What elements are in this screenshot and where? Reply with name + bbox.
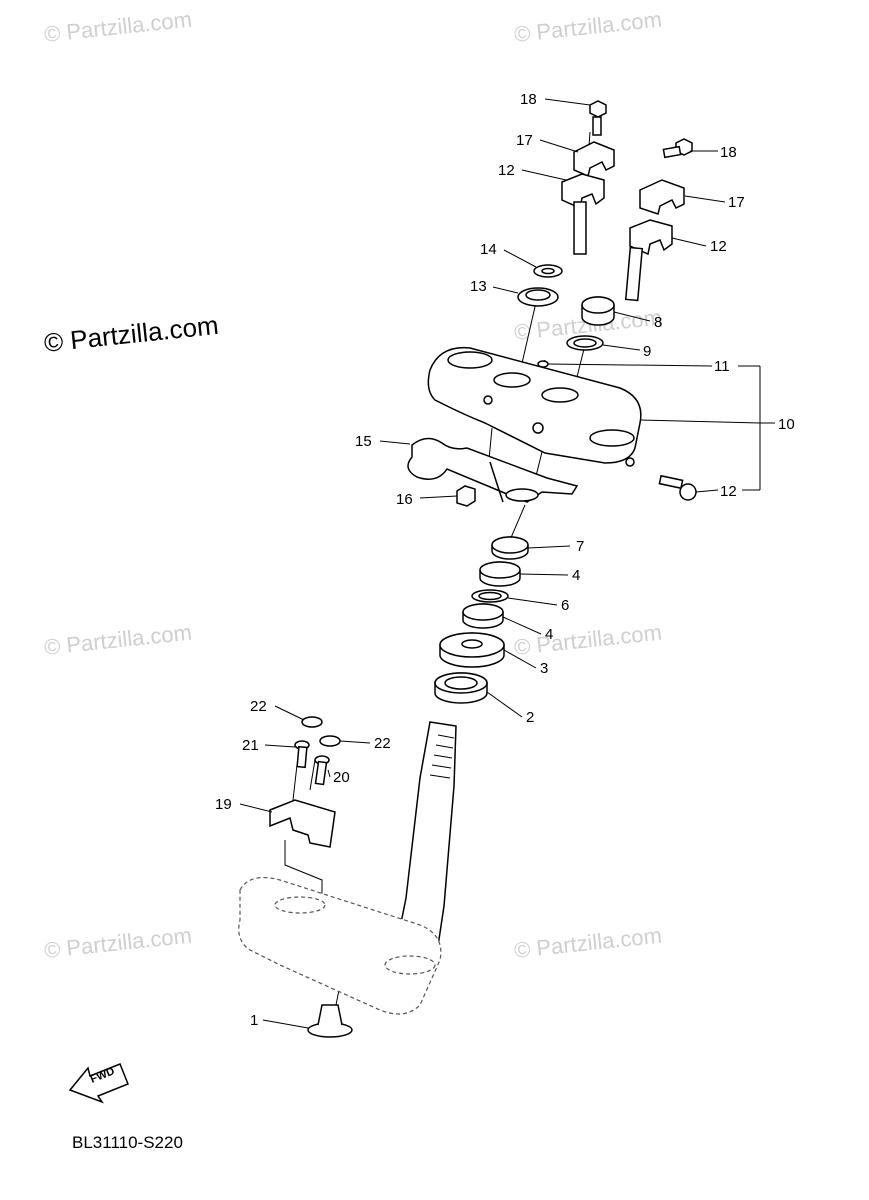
part-1-stem-cap[interactable] [307,1004,353,1038]
part-15-cable-guide[interactable] [407,437,579,503]
callout-17-right[interactable]: 17 [728,194,745,211]
watermark-primary: © Partzilla.com [42,310,219,358]
callout-16[interactable]: 16 [396,491,413,508]
callout-22-left[interactable]: 22 [250,698,267,715]
fwd-arrow-icon: FWD [68,1063,129,1104]
callout-labels: 18 17 12 18 17 12 14 13 8 9 11 10 12 15 … [215,91,795,1029]
callout-19[interactable]: 19 [215,796,232,813]
steering-stem [397,721,457,947]
watermark: © Partzilla.com [513,7,663,47]
callout-18-left[interactable]: 18 [520,91,537,108]
part-13-bushing[interactable] [517,287,559,307]
part-8-washer[interactable] [566,335,604,351]
part-16-nut[interactable] [456,485,476,507]
part-17-holder-cap-right[interactable] [639,179,685,215]
callout-21[interactable]: 21 [242,737,259,754]
callout-1[interactable]: 1 [250,1012,258,1029]
part-9-upper-bracket[interactable] [427,346,642,467]
part-20-bolt[interactable] [314,755,330,786]
part-22-cap-left[interactable] [301,716,323,728]
callout-6[interactable]: 7 [576,538,584,555]
part-14-washer[interactable] [533,264,563,278]
watermark: © Partzilla.com [43,7,193,47]
part-18-bolt-right[interactable] [662,138,693,159]
watermark: © Partzilla.com [43,620,193,660]
part-4-ring-nut-upper[interactable] [479,561,521,587]
watermark: © Partzilla.com [43,923,193,963]
callout-5[interactable]: 6 [561,597,569,614]
callout-8[interactable]: 9 [643,343,651,360]
part-11-bolt[interactable] [658,474,697,501]
callout-11[interactable]: 12 [720,483,737,500]
callout-20[interactable]: 20 [333,769,350,786]
part-17-holder-cap-left[interactable] [573,141,615,178]
callout-4-lower[interactable]: 4 [545,626,553,643]
callout-15[interactable]: 15 [355,433,372,450]
part-19-bracket[interactable] [269,799,336,848]
watermark: © Partzilla.com [513,620,663,660]
callout-12-right[interactable]: 12 [710,238,727,255]
part-18-bolt-left[interactable] [589,100,607,136]
part-12-handlebar-holder-left[interactable] [561,173,605,255]
watermark: © Partzilla.com [513,923,663,963]
diagram-code: BL31110-S220 [72,1133,183,1152]
callout-leaders [239,98,775,1029]
part-12-handlebar-holder-right[interactable] [624,219,673,302]
callout-10[interactable]: 11 [714,358,730,375]
callout-3[interactable]: 3 [540,660,548,677]
callout-7[interactable]: 8 [654,314,662,331]
callout-12-left[interactable]: 12 [498,162,515,179]
callout-22-right[interactable]: 22 [374,735,391,752]
part-7-bushing[interactable] [581,296,615,326]
part-5-washer[interactable] [471,589,509,603]
callout-14[interactable]: 14 [480,241,497,258]
callout-2[interactable]: 2 [526,709,534,726]
callout-4-upper[interactable]: 4 [572,567,580,584]
part-3-bearing-cover[interactable] [439,632,505,668]
callout-18-right[interactable]: 18 [720,144,737,161]
lower-bracket [238,877,442,1015]
callout-17-left[interactable]: 17 [516,132,533,149]
part-4-ring-nut-lower[interactable] [462,603,504,629]
part-6-lock-washer[interactable] [491,536,529,560]
callout-9[interactable]: 10 [778,416,795,433]
part-2-bearing[interactable] [434,672,488,704]
callout-13[interactable]: 13 [470,278,487,295]
part-22-cap-right[interactable] [319,735,341,747]
part-21-bolt[interactable] [294,740,310,769]
